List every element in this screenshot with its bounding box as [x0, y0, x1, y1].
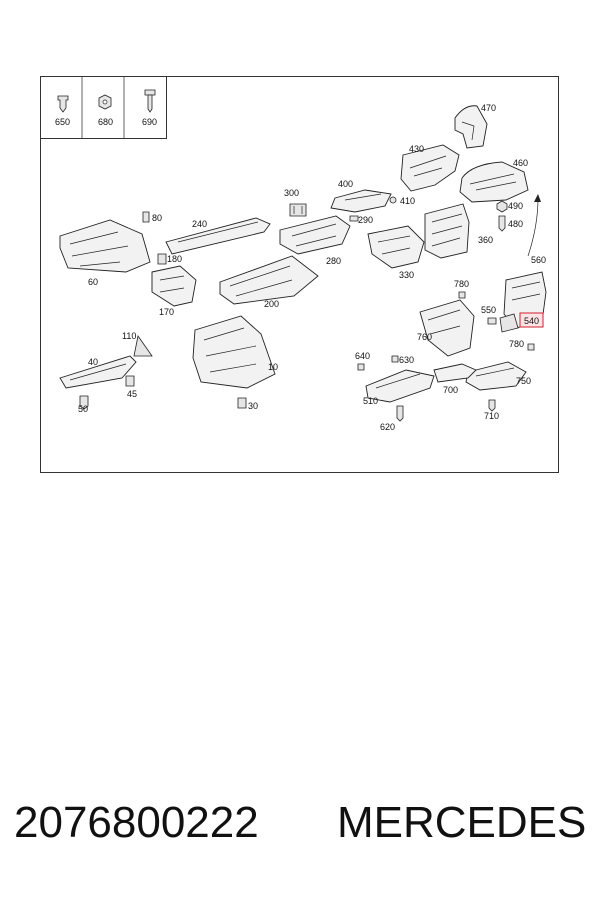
part-label: 760 — [417, 332, 432, 342]
part-label: 240 — [192, 219, 207, 229]
arrow-head — [534, 194, 541, 202]
fastener-label: 680 — [98, 117, 113, 127]
part-label: 560 — [531, 255, 546, 265]
part-410[interactable] — [389, 196, 397, 204]
part-630[interactable] — [391, 355, 399, 363]
part-510[interactable] — [365, 369, 435, 403]
part-460[interactable] — [459, 161, 529, 203]
part-label: 50 — [78, 404, 88, 414]
part-label: 640 — [355, 351, 370, 361]
part-280[interactable] — [279, 215, 351, 255]
part-label: 430 — [409, 144, 424, 154]
nut-icon — [98, 94, 112, 110]
part-label: 460 — [513, 158, 528, 168]
part-label: 200 — [264, 299, 279, 309]
part-label: 750 — [516, 376, 531, 386]
part-label: 400 — [338, 179, 353, 189]
part-780a[interactable] — [458, 291, 466, 299]
part-label: 300 — [284, 188, 299, 198]
fastener-legend-box — [40, 76, 167, 139]
part-label: 330 — [399, 270, 414, 280]
part-360[interactable] — [424, 203, 470, 259]
part-label: 360 — [478, 235, 493, 245]
part-480[interactable] — [498, 215, 506, 232]
part-180[interactable] — [157, 253, 167, 265]
part-400[interactable] — [330, 189, 392, 213]
highlight-box — [519, 312, 544, 328]
part-430[interactable] — [400, 144, 460, 192]
part-540[interactable] — [499, 313, 519, 333]
part-label: 60 — [88, 277, 98, 287]
fastener-label: 650 — [55, 117, 70, 127]
part-750[interactable] — [465, 361, 527, 391]
part-number: 2076800222 — [14, 798, 259, 847]
part-50[interactable] — [79, 395, 89, 410]
part-45[interactable] — [125, 375, 135, 387]
part-label: 490 — [508, 201, 523, 211]
part-label: 780 — [509, 339, 524, 349]
part-label: 630 — [399, 355, 414, 365]
part-label: 170 — [159, 307, 174, 317]
leader-arrow — [527, 197, 539, 257]
part-40[interactable] — [59, 355, 137, 389]
part-170[interactable] — [151, 265, 197, 307]
part-240[interactable] — [165, 217, 271, 255]
part-470[interactable] — [454, 105, 488, 149]
part-60[interactable] — [59, 219, 151, 273]
brand-name: MERCEDES — [337, 798, 587, 847]
part-label: 480 — [508, 219, 523, 229]
part-760[interactable] — [419, 299, 475, 357]
part-label: 510 — [363, 396, 378, 406]
part-label: 180 — [167, 254, 182, 264]
part-label: 10 — [268, 362, 278, 372]
part-label: 80 — [152, 213, 162, 223]
part-label: 45 — [127, 389, 137, 399]
part-640[interactable] — [357, 363, 365, 371]
part-label-highlighted: 540 — [524, 316, 539, 326]
part-290[interactable] — [349, 215, 359, 222]
part-10[interactable] — [192, 315, 276, 389]
part-110[interactable] — [133, 335, 153, 357]
part-80[interactable] — [142, 211, 150, 223]
part-label: 30 — [248, 401, 258, 411]
part-label: 700 — [443, 385, 458, 395]
part-label: 710 — [484, 411, 499, 421]
part-700[interactable] — [433, 363, 477, 383]
part-710[interactable] — [488, 399, 496, 412]
fastener-label: 690 — [142, 117, 157, 127]
part-30[interactable] — [237, 397, 247, 409]
part-490[interactable] — [496, 200, 508, 213]
part-620[interactable] — [396, 405, 404, 422]
part-label: 290 — [358, 215, 373, 225]
part-label: 40 — [88, 357, 98, 367]
footer: 2076800222 MERCEDES — [0, 798, 600, 868]
part-label: 410 — [400, 196, 415, 206]
part-330[interactable] — [367, 225, 425, 269]
part-label: 110 — [122, 331, 136, 341]
screw-icon — [144, 89, 156, 113]
part-780b[interactable] — [527, 343, 535, 351]
part-300[interactable] — [289, 203, 307, 217]
part-label: 280 — [326, 256, 341, 266]
part-label: 470 — [481, 103, 496, 113]
part-label: 620 — [380, 422, 395, 432]
part-label: 550 — [481, 305, 496, 315]
part-200[interactable] — [219, 255, 319, 305]
part-550[interactable] — [487, 317, 497, 325]
clip-icon — [57, 95, 69, 113]
part-label: 780 — [454, 279, 469, 289]
